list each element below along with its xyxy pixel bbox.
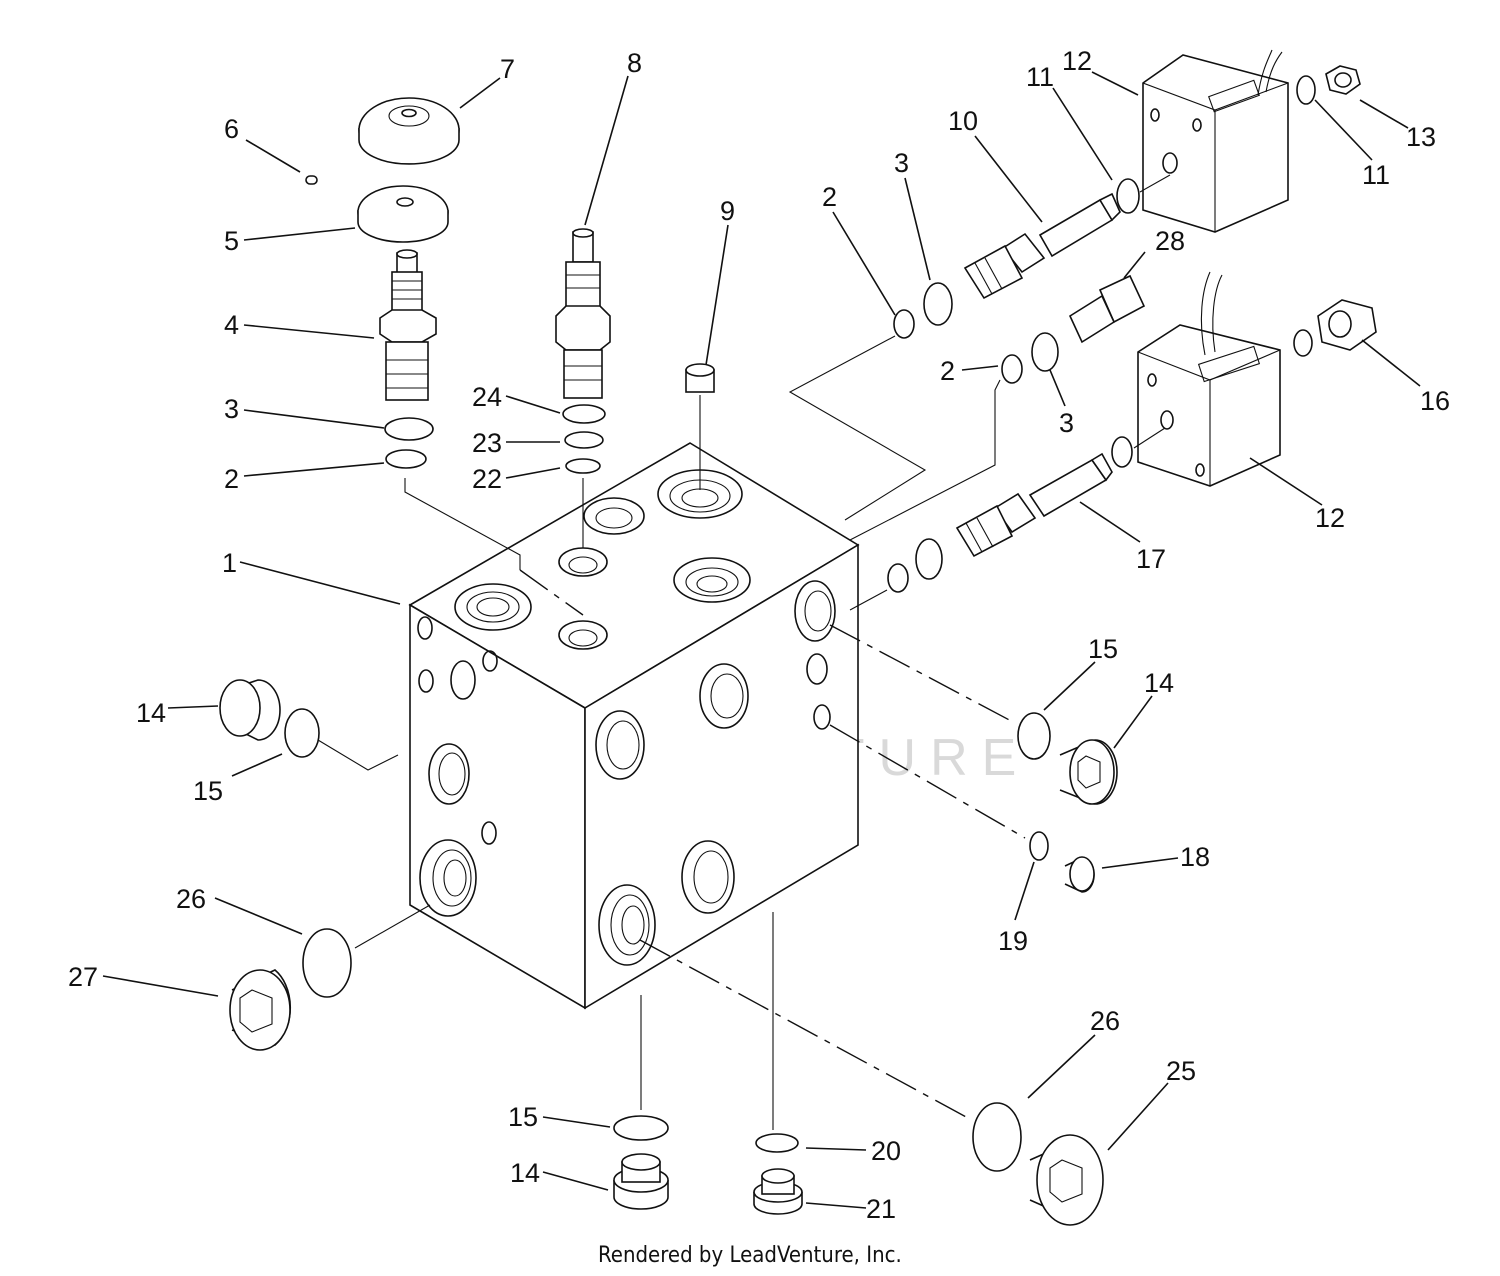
relief-valve-stack	[305, 97, 584, 616]
callout-28: 28	[1155, 226, 1185, 256]
callout-17: 17	[1136, 544, 1166, 574]
callout-2: 2	[940, 356, 955, 386]
callout-2: 2	[822, 182, 837, 212]
callout-9: 9	[720, 196, 735, 226]
callout-10: 10	[948, 106, 978, 136]
callout-8: 8	[627, 48, 642, 78]
callout-11: 11	[1026, 62, 1054, 92]
callout-26: 26	[1090, 1006, 1120, 1036]
callout-labels: 1 2 2 2 3 3 3 4 5 6 7 8 9 10 11 11 12 12…	[68, 46, 1450, 1224]
callout-14: 14	[1144, 668, 1174, 698]
callout-3: 3	[224, 394, 239, 424]
callout-20: 20	[871, 1136, 901, 1166]
callout-15: 15	[1088, 634, 1118, 664]
callout-15: 15	[193, 776, 223, 806]
sequence-valve-stack	[555, 228, 715, 548]
callout-1: 1	[222, 548, 237, 578]
solenoid-valve-lower	[849, 271, 1377, 611]
callout-2: 2	[224, 464, 239, 494]
callout-3: 3	[894, 148, 909, 178]
left-side-plugs	[219, 679, 431, 1051]
callout-18: 18	[1180, 842, 1210, 872]
callout-3: 3	[1059, 408, 1074, 438]
callout-15: 15	[508, 1102, 538, 1132]
callout-13: 13	[1406, 122, 1436, 152]
callout-26: 26	[176, 884, 206, 914]
callout-5: 5	[224, 226, 239, 256]
leader-lines	[102, 71, 1421, 1209]
callout-21: 21	[866, 1194, 896, 1224]
callout-23: 23	[472, 428, 502, 458]
callout-24: 24	[472, 382, 502, 412]
callout-14: 14	[510, 1158, 540, 1188]
callout-27: 27	[68, 962, 98, 992]
callout-4: 4	[224, 310, 239, 340]
callout-7: 7	[500, 54, 515, 84]
bottom-plugs	[613, 912, 1104, 1226]
manifold-block	[408, 442, 860, 1010]
callout-19: 19	[998, 926, 1028, 956]
callout-22: 22	[472, 464, 502, 494]
callout-12: 12	[1315, 503, 1345, 533]
callout-12: 12	[1062, 46, 1092, 76]
callout-16: 16	[1420, 386, 1450, 416]
right-side-plugs	[829, 624, 1118, 893]
solenoid-valve-upper	[788, 49, 1361, 521]
callout-6: 6	[224, 114, 239, 144]
footer-credit: Rendered by LeadVenture, Inc.	[598, 1243, 902, 1268]
callout-11: 11	[1362, 160, 1390, 190]
callout-14: 14	[136, 698, 166, 728]
callout-25: 25	[1166, 1056, 1196, 1086]
